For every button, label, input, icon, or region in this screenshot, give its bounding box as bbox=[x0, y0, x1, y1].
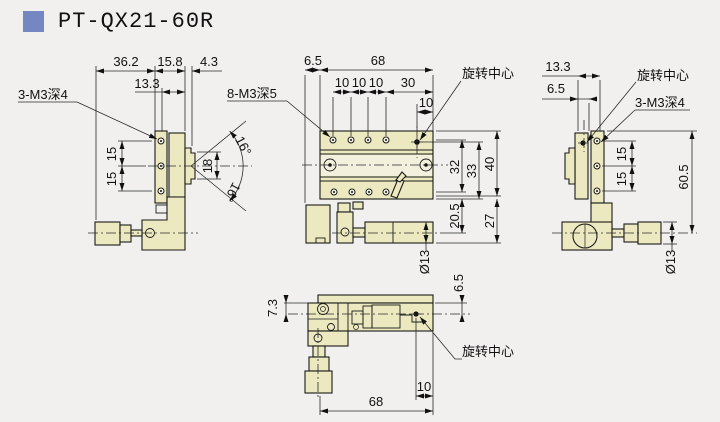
dim-right-micrometer-dia: Ø13 bbox=[663, 250, 678, 275]
label-bottom-rotation-center: 旋转中心 bbox=[462, 344, 514, 359]
dim-front-base-height: 20.5 bbox=[447, 203, 462, 228]
front-view-dimensions: 6.5 68 10 10 10 30 10 8-M3深5 bbox=[227, 53, 514, 274]
front-rotation-center-mark bbox=[411, 126, 423, 158]
right-rotation-center-mark bbox=[578, 120, 588, 152]
dim-side-total-width: 36.2 bbox=[113, 54, 138, 69]
clamp-lever bbox=[390, 178, 405, 199]
side-view-dimensions: 36.2 15.8 4.3 13.3 15 15 18 3-M3深4 bbox=[18, 54, 222, 220]
dim-right-center-offset: 6.5 bbox=[547, 81, 565, 96]
right-view: 13.3 6.5 旋转中心 3-M3深4 15 15 60.5 bbox=[542, 59, 697, 274]
label-side-thread-holes: 3-M3深4 bbox=[18, 87, 68, 102]
dim-right-pitch-lower: 15 bbox=[614, 172, 629, 186]
label-front-rotation-center: 旋转中心 bbox=[462, 66, 514, 81]
dim-front-plate-height: 40 bbox=[482, 157, 497, 171]
dim-front-micrometer-dia: Ø13 bbox=[417, 250, 432, 275]
dim-front-center-offset: 10 bbox=[419, 95, 433, 110]
dim-side-clamp-width: 4.3 bbox=[200, 54, 218, 69]
dim-front-pitch-4: 30 bbox=[401, 75, 415, 90]
dim-front-pitch-3: 10 bbox=[369, 75, 383, 90]
dim-angle-upper: 16° bbox=[232, 134, 254, 158]
dim-side-pitch-upper: 15 bbox=[104, 147, 119, 161]
label-front-thread-holes: 8-M3深5 bbox=[227, 86, 277, 101]
dim-front-hole-span: 32 bbox=[447, 160, 462, 174]
dim-bottom-total-width: 68 bbox=[369, 394, 383, 409]
side-view-part bbox=[88, 130, 252, 251]
bottom-view: 7.3 6.5 旋转中心 10 68 bbox=[265, 274, 514, 415]
bottom-view-dimensions: 7.3 6.5 旋转中心 10 68 bbox=[265, 274, 514, 415]
label-right-rotation-center: 旋转中心 bbox=[637, 68, 689, 83]
dim-side-offset: 13.3 bbox=[134, 76, 159, 91]
label-right-thread-holes: 3-M3深4 bbox=[635, 95, 685, 110]
dim-bottom-offset-right: 6.5 bbox=[451, 274, 466, 292]
dim-front-center-height: 33 bbox=[464, 164, 479, 178]
dim-right-total-height: 60.5 bbox=[676, 164, 691, 189]
dim-front-total-width: 68 bbox=[371, 53, 385, 68]
front-view: 6.5 68 10 10 10 30 10 8-M3深5 bbox=[227, 53, 514, 274]
dim-right-pitch-upper: 15 bbox=[614, 147, 629, 161]
dim-side-clamp-height: 18 bbox=[200, 159, 215, 173]
dim-side-plate-width: 15.8 bbox=[157, 54, 182, 69]
right-view-dimensions: 13.3 6.5 旋转中心 3-M3深4 15 15 60.5 bbox=[542, 59, 697, 274]
dim-front-pitch-2: 10 bbox=[352, 75, 366, 90]
side-view: 16° 16° 36.2 15.8 4.3 13.3 bbox=[18, 54, 255, 251]
dim-bottom-center-offset: 10 bbox=[417, 379, 431, 394]
dim-front-edge-offset: 6.5 bbox=[304, 53, 322, 68]
dim-front-pitch-1: 10 bbox=[335, 75, 349, 90]
front-view-part bbox=[302, 126, 448, 244]
dim-right-top-width: 13.3 bbox=[545, 59, 570, 74]
dim-side-pitch-lower: 15 bbox=[104, 172, 119, 186]
right-view-part bbox=[552, 120, 697, 251]
title-row: PT-QX21-60R bbox=[23, 9, 214, 34]
bottom-view-part bbox=[288, 294, 470, 400]
dim-front-total-base: 27 bbox=[482, 214, 497, 228]
title-bullet-square bbox=[23, 11, 44, 32]
dim-bottom-offset-left: 7.3 bbox=[265, 299, 280, 317]
product-title: PT-QX21-60R bbox=[58, 9, 215, 34]
